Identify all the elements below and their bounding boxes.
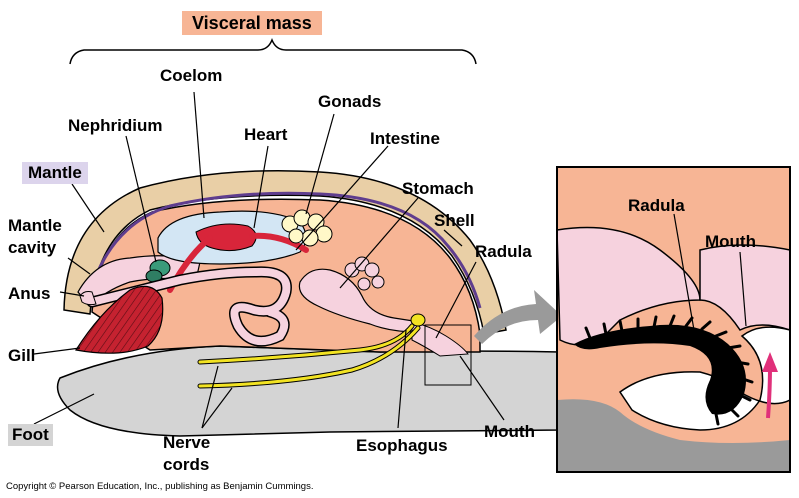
nephridium: [145, 259, 171, 283]
anus-label: Anus: [8, 284, 51, 303]
gill-label: Gill: [8, 346, 36, 365]
copyright-notice: Copyright © Pearson Education, Inc., pub…: [6, 481, 314, 492]
inset-border: [556, 166, 791, 473]
foot-label: Foot: [8, 424, 53, 446]
nerve-cords-label-line1: Nerve: [163, 433, 211, 452]
leader-lines: [33, 91, 747, 429]
nerve-cords-label-line2: cords: [163, 455, 210, 474]
zoom-arrow: [474, 290, 562, 344]
mantle-cavity-label-line2: cavity: [8, 238, 57, 257]
visceral-mass-label: Visceral mass: [182, 11, 322, 35]
nerve-cords-fill: [198, 324, 420, 388]
radula-large: [574, 324, 746, 415]
anus: [79, 291, 97, 306]
mantle-label: Mantle: [22, 162, 88, 184]
inset-radula-label: Radula: [628, 196, 685, 215]
shell-label: Shell: [434, 211, 475, 230]
mantle-cavity-label-line1: Mantle: [8, 216, 62, 235]
radula-teeth: [584, 314, 754, 426]
visceral-mass-brace: [69, 37, 477, 65]
motion-arrowhead: [762, 352, 778, 372]
gill: [75, 285, 164, 354]
gonads-label: Gonads: [318, 92, 382, 111]
radula-label: Radula: [475, 242, 532, 261]
inset-frame-small: [424, 324, 472, 386]
coelom-label: Coelom: [160, 66, 223, 85]
mouth-region: [411, 321, 469, 357]
esophagus-label: Esophagus: [356, 436, 448, 455]
intestine-fill: [88, 267, 291, 346]
heart-label: Heart: [244, 125, 288, 144]
motion-arrow: [766, 365, 772, 419]
foot: [56, 345, 561, 437]
gonads: [281, 209, 333, 247]
mantle-edge-line: [94, 191, 482, 309]
inset-mouth-label: Mouth: [705, 232, 756, 251]
digestive-gland: [344, 256, 385, 291]
stomach-label: Stomach: [402, 179, 474, 198]
mouth-label: Mouth: [484, 422, 535, 441]
intestine-label: Intestine: [370, 129, 440, 148]
radula-inset: [557, 167, 790, 472]
nephridium-label: Nephridium: [68, 116, 163, 135]
